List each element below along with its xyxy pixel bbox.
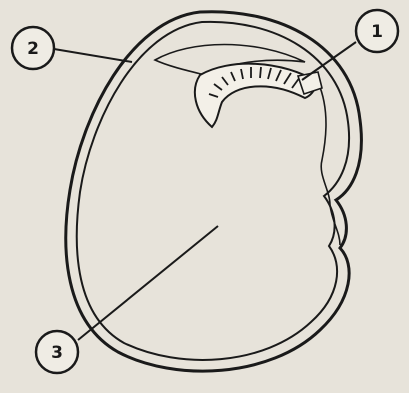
svg-text:2: 2 <box>27 39 39 59</box>
leader-line-2 <box>54 49 132 62</box>
label-3: 3 <box>36 331 78 373</box>
leader-line-3 <box>78 226 218 340</box>
cotyledon-boundary <box>318 82 340 245</box>
svg-text:3: 3 <box>51 343 63 363</box>
label-2: 2 <box>12 27 54 69</box>
label-1: 1 <box>356 10 398 52</box>
svg-text:1: 1 <box>371 22 383 42</box>
